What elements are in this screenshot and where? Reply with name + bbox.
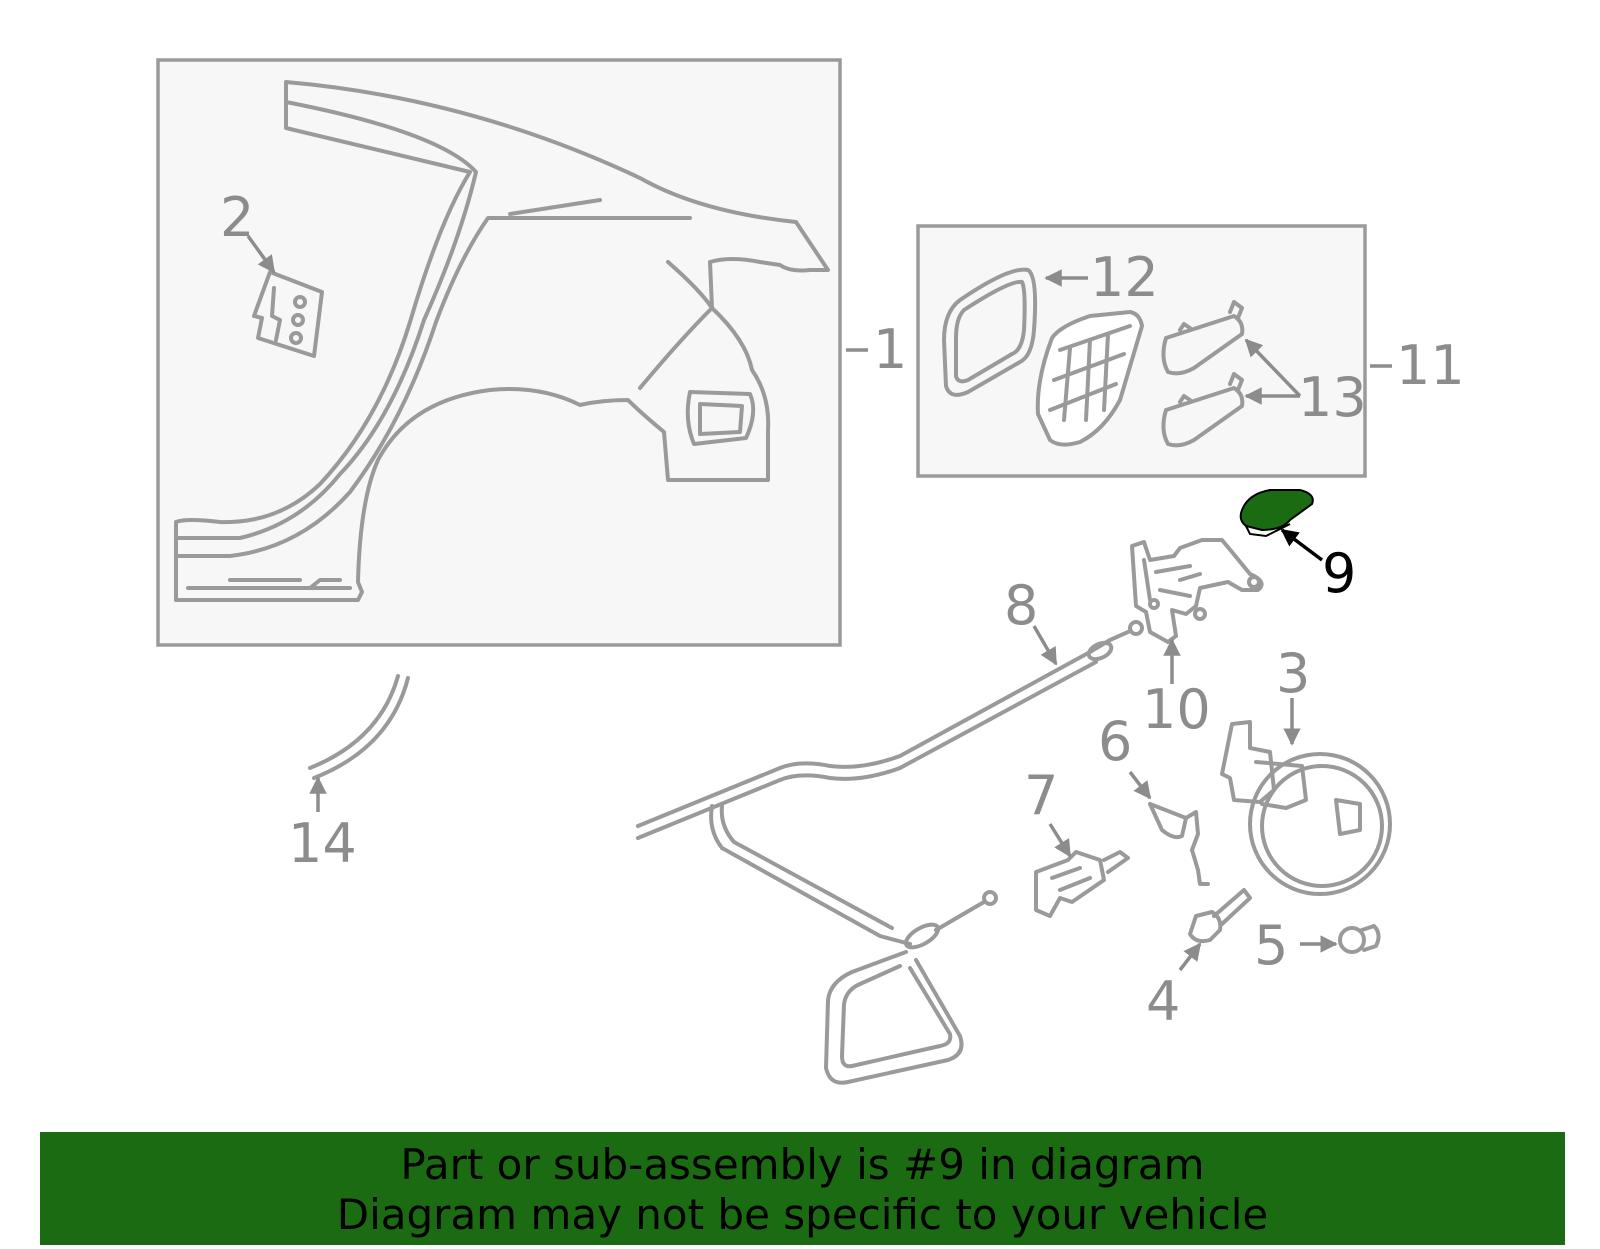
callout-5: 5: [1254, 914, 1288, 977]
callout-3: 3: [1276, 642, 1310, 705]
callout-8: 8: [1004, 574, 1038, 637]
callout-10: 10: [1142, 678, 1211, 741]
actuator-bracket-part[interactable]: [1130, 538, 1264, 644]
spring-bracket-part[interactable]: [1148, 802, 1210, 886]
info-banner: Part or sub-assembly is #9 in diagram Di…: [40, 1132, 1565, 1245]
molding-strip-part[interactable]: [308, 674, 410, 780]
callout-6: 6: [1098, 710, 1132, 773]
banner-line-2: Diagram may not be specific to your vehi…: [336, 1190, 1269, 1239]
bolt-part[interactable]: [1188, 888, 1252, 944]
callout-7: 7: [1024, 764, 1058, 827]
banner-line-1: Part or sub-assembly is #9 in diagram: [400, 1140, 1205, 1189]
quarter-panel-frame: [156, 58, 842, 647]
seal-part-12[interactable]: [942, 267, 1038, 397]
callout-4: 4: [1146, 970, 1180, 1033]
highlighted-part-9[interactable]: [1239, 489, 1314, 538]
callout-2: 2: [220, 186, 254, 249]
callout-11: 11: [1396, 334, 1465, 397]
actuator-part[interactable]: [1034, 850, 1130, 918]
callout-12: 12: [1090, 246, 1159, 309]
callout-13: 13: [1298, 366, 1367, 429]
callout-1: 1: [873, 318, 907, 381]
bracket-part[interactable]: [252, 270, 324, 358]
housing-kit-frame: [916, 224, 1367, 478]
housing-part[interactable]: [1035, 310, 1144, 447]
clip-parts-13[interactable]: [1161, 300, 1245, 448]
clip-part[interactable]: [1338, 924, 1381, 954]
callout-9: 9: [1322, 542, 1356, 605]
fuel-door-part[interactable]: [1220, 720, 1392, 896]
quarter-panel-part[interactable]: [174, 80, 830, 602]
release-cable-part[interactable]: [636, 620, 1144, 1085]
callout-14: 14: [288, 812, 357, 875]
leader-lines: [246, 234, 1392, 972]
